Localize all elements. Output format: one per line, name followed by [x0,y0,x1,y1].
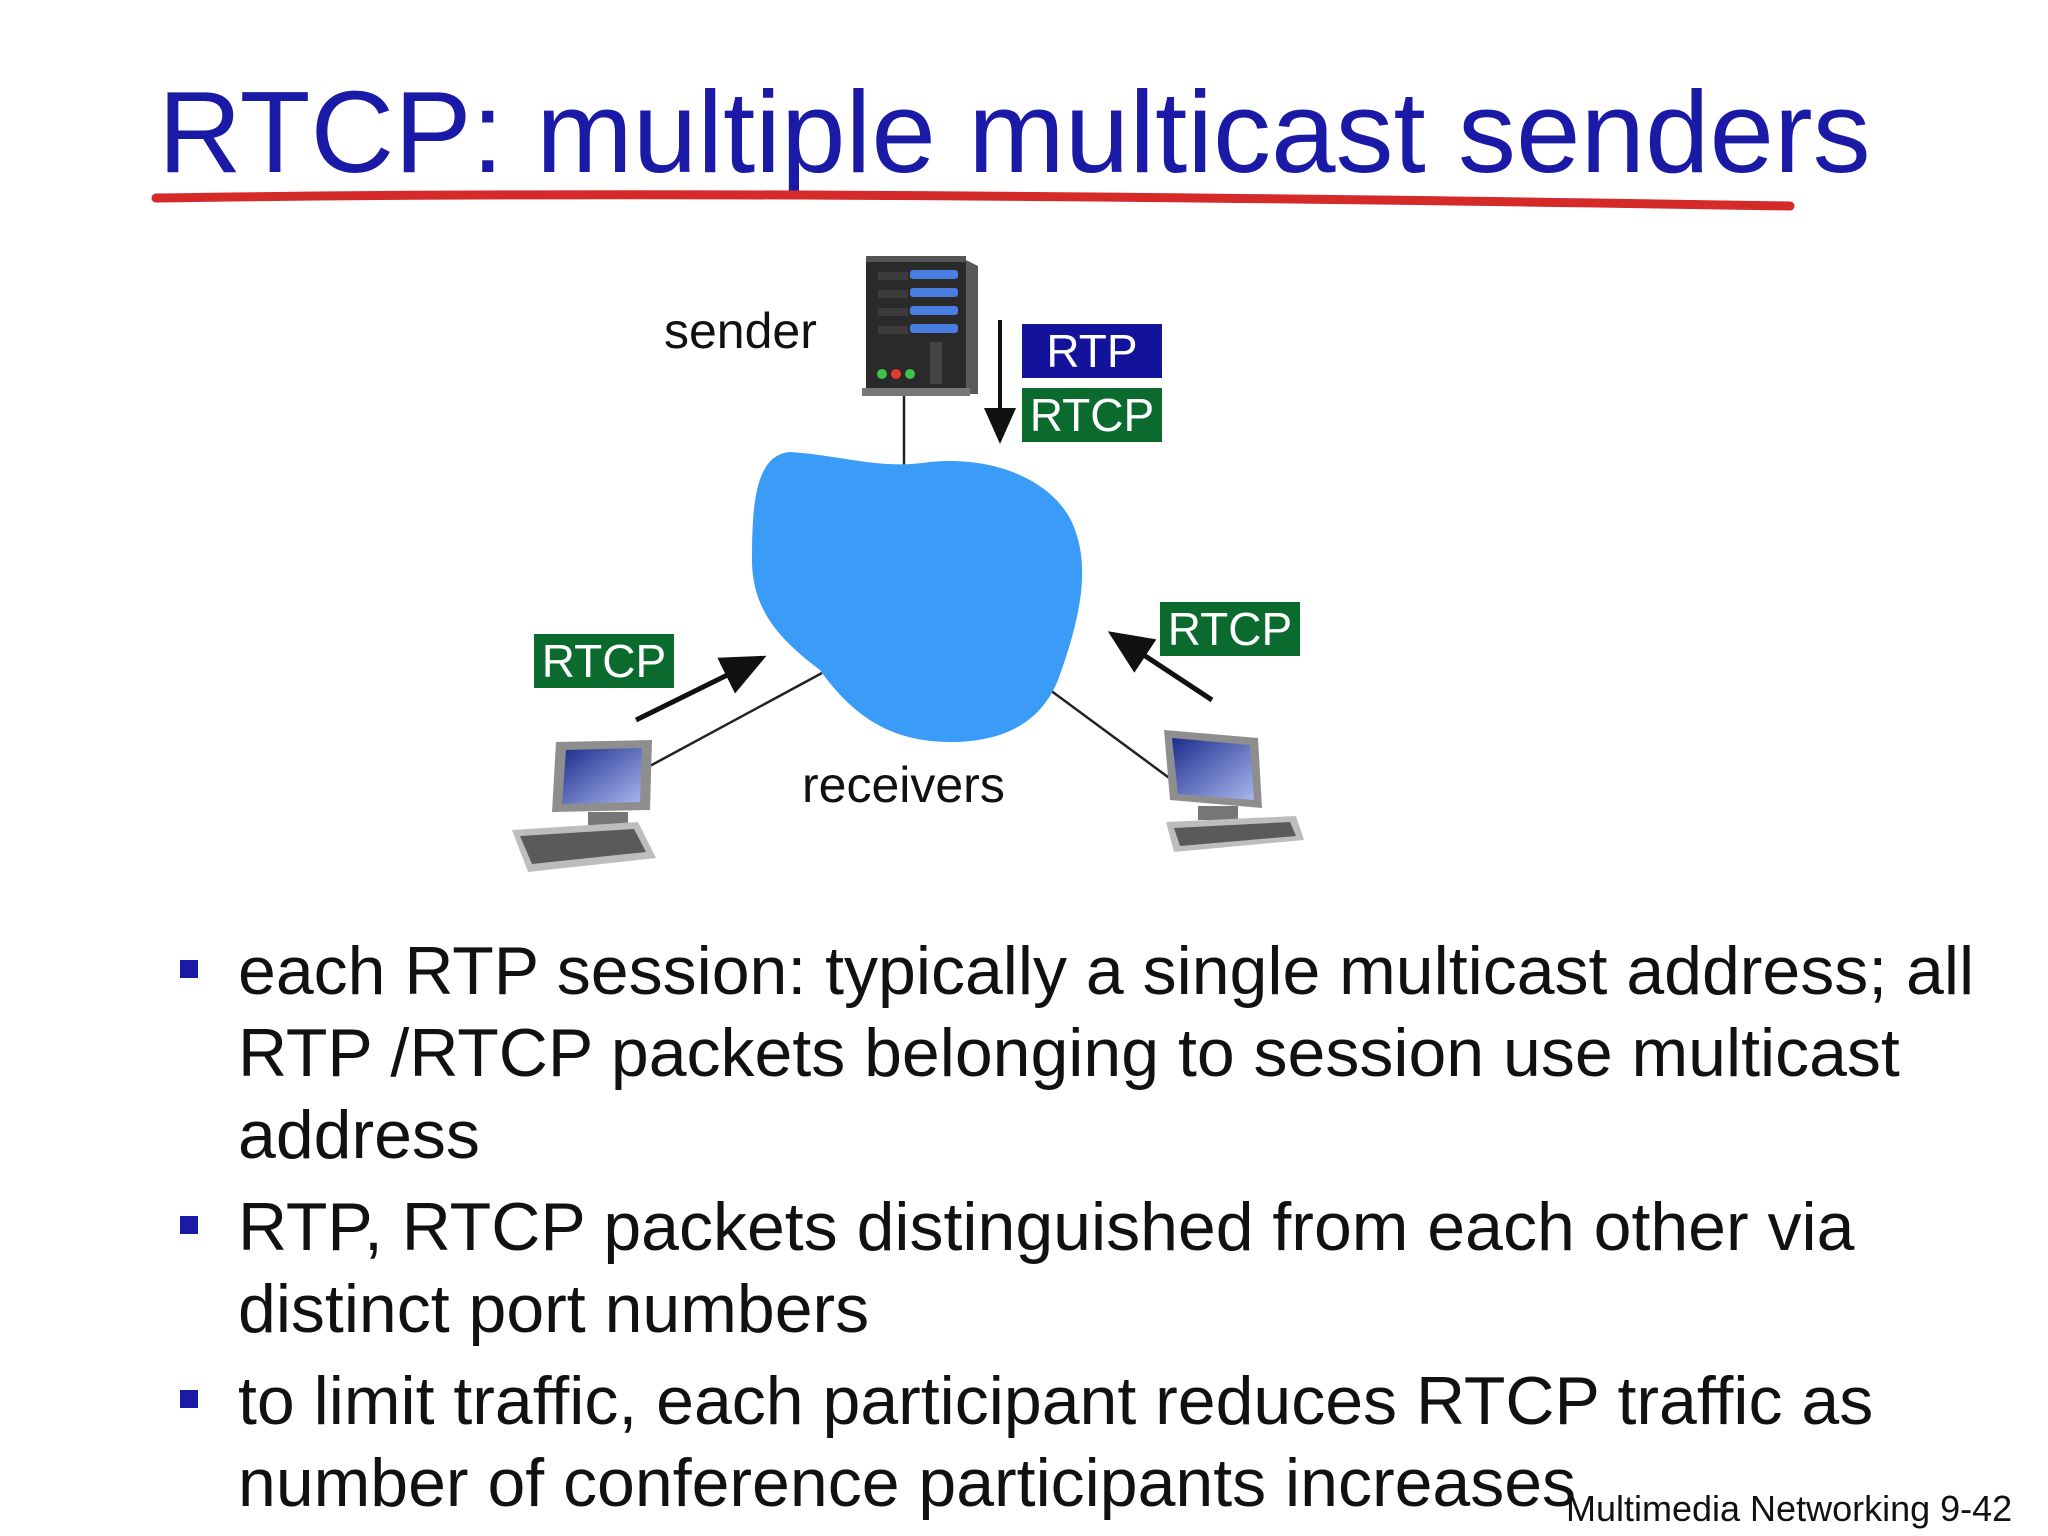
right-receiver-link [1049,688,1173,782]
bullet-square-icon [180,1390,198,1408]
right-receiver-rtcp-tag: RTCP [1160,602,1300,656]
sender-label: sender [664,303,817,359]
server-icon [862,256,978,396]
sender-rtcp-tag: RTCP [1022,388,1162,442]
bullet-text: to limit traffic, each participant reduc… [238,1363,1874,1521]
bullet-list: each RTP session: typically a single mul… [176,930,1976,1534]
rtp-tag: RTP [1022,324,1162,378]
slide-title: RTCP: multiple multicast senders [158,67,1871,197]
left-rtcp-arrow [634,655,767,723]
bullet-item: each RTP session: typically a single mul… [176,930,1976,1176]
bullet-text: RTP, RTCP packets distinguished from eac… [238,1189,1855,1347]
bullet-item: RTP, RTCP packets distinguished from eac… [176,1186,1976,1350]
network-cloud [752,452,1083,742]
receivers-label: receivers [802,757,1005,813]
bullet-square-icon [180,1216,198,1234]
left-receiver-rtcp-tag: RTCP [534,634,674,688]
bullet-text: each RTP session: typically a single mul… [238,933,1975,1173]
right-rtcp-arrow [1107,631,1214,703]
left-receiver-link [647,671,823,769]
multicast-diagram [512,256,1304,872]
bullet-item: to limit traffic, each participant reduc… [176,1360,1976,1524]
desktop-computer-icon [1164,730,1304,852]
slide-footer: Multimedia Networking 9-42 [1566,1488,2013,1529]
bullet-square-icon [180,960,198,978]
title-underline [151,190,1795,211]
desktop-computer-icon [512,740,656,872]
